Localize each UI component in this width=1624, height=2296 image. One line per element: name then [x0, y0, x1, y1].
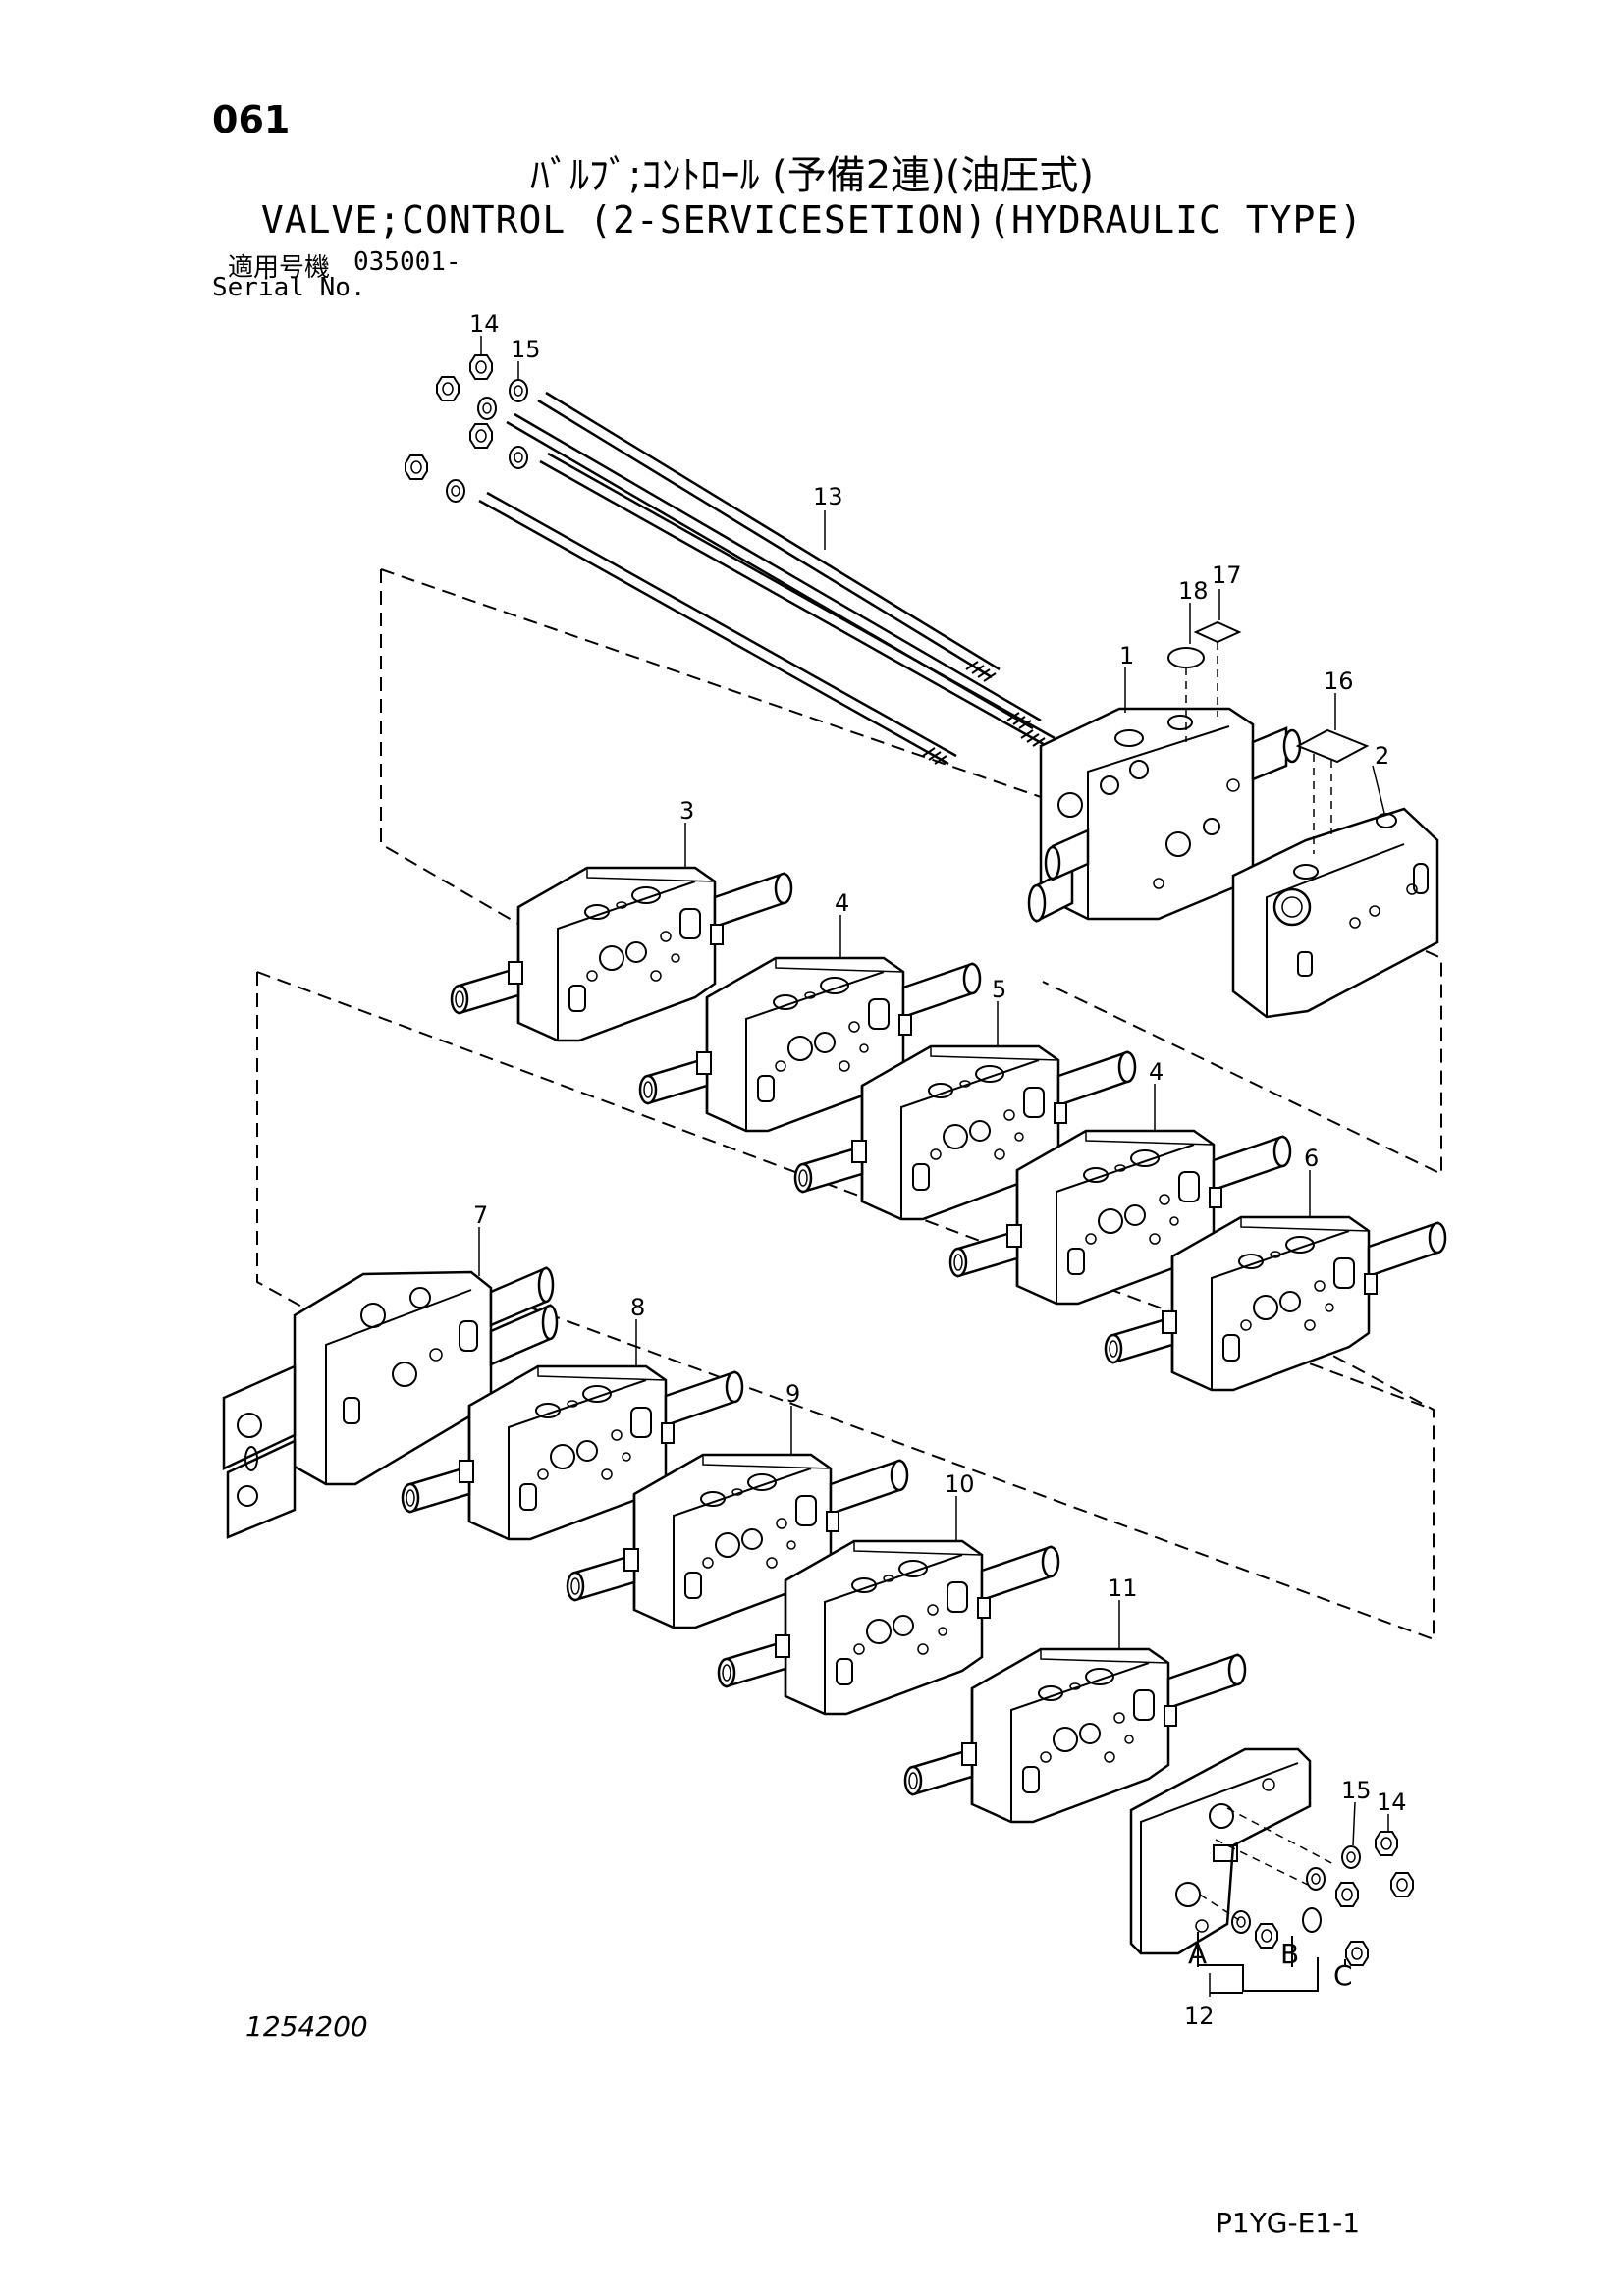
port-label-c: C	[1333, 1959, 1353, 1992]
outlet-section-2	[1231, 807, 1439, 1019]
section-7	[222, 1266, 559, 1539]
leader-16	[1313, 754, 1332, 854]
port-label-b: B	[1280, 1938, 1299, 1970]
callout-leaders	[478, 336, 1389, 1997]
page-number: 061	[212, 98, 291, 141]
callout-10: 10	[945, 1470, 975, 1498]
callout-17: 17	[1212, 561, 1242, 589]
callout-12: 12	[1184, 2002, 1215, 2030]
title-english: VALVE;CONTROL (2-SERVICESETION)(HYDRAULI…	[260, 198, 1364, 241]
rod-thread-ends	[922, 661, 1046, 765]
callout-18: 18	[1178, 577, 1209, 605]
o-ring-18	[1167, 647, 1205, 668]
dashed-frame-upper	[380, 568, 1442, 1176]
callout-13: 13	[813, 483, 843, 510]
callout-15-top: 15	[511, 336, 541, 363]
callout-14-bottom: 14	[1377, 1789, 1407, 1816]
port-bracket	[1197, 1932, 1346, 1994]
callout-6: 6	[1304, 1145, 1319, 1172]
callout-8: 8	[630, 1294, 645, 1321]
callout-14-top: 14	[469, 310, 500, 338]
callout-7: 7	[473, 1201, 488, 1229]
callout-1: 1	[1119, 642, 1134, 669]
serial-value: 035001-	[353, 247, 461, 277]
rod-nuts-top	[405, 354, 528, 503]
callout-2: 2	[1375, 742, 1389, 770]
callout-16: 16	[1324, 667, 1354, 695]
port-label-a: A	[1188, 1938, 1207, 1970]
serial-label-english: Serial No.	[212, 273, 366, 302]
page-code: P1YG-E1-1	[1216, 2207, 1361, 2239]
title-japanese: ﾊﾞﾙﾌﾞ;ｺﾝﾄﾛｰﾙ (予備2連)(油圧式)	[529, 153, 1095, 198]
tie-rods	[478, 391, 1056, 766]
callout-5: 5	[992, 976, 1006, 1003]
callout-4-upper: 4	[835, 889, 849, 917]
callout-11: 11	[1108, 1575, 1138, 1602]
end-plate-12	[1129, 1747, 1312, 1955]
plate-16	[1295, 728, 1370, 764]
end-nuts-bottom	[1231, 1831, 1414, 1966]
callout-9: 9	[785, 1380, 800, 1408]
end-leaders	[1199, 1807, 1336, 1921]
callout-4-lower: 4	[1149, 1058, 1164, 1086]
serial-label-japanese: 適用号機	[228, 253, 331, 283]
inlet-section-1	[1027, 707, 1302, 924]
plate-17	[1193, 620, 1242, 644]
callout-15-bottom: 15	[1341, 1777, 1372, 1804]
callout-3: 3	[679, 797, 694, 825]
drawing-number: 1254200	[245, 2010, 368, 2043]
